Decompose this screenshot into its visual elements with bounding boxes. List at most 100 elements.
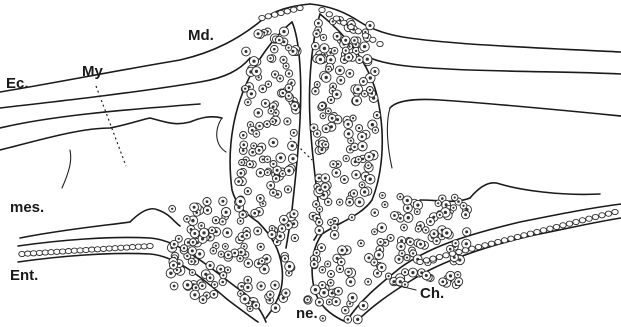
cell-nucleus — [454, 242, 456, 244]
cell-nucleus — [282, 92, 285, 95]
cell-nucleus — [435, 240, 438, 243]
cell-nucleus — [250, 92, 253, 95]
cell-nucleus — [404, 271, 406, 273]
cell-nucleus — [393, 214, 396, 217]
cell-nucleus — [269, 57, 271, 59]
cell-nucleus — [441, 280, 444, 283]
cell-nucleus — [169, 272, 172, 275]
cell-nucleus — [257, 32, 260, 35]
cell-nucleus — [259, 246, 262, 249]
cell-nucleus — [193, 293, 196, 296]
cell-nucleus — [341, 249, 344, 252]
cell-nucleus — [206, 209, 209, 212]
cell-nucleus — [202, 298, 205, 301]
ectoderm-layer — [0, 4, 621, 108]
cell-nucleus — [273, 48, 276, 51]
entoderm-cell — [482, 243, 488, 248]
cell-nucleus — [322, 291, 325, 294]
entoderm-cell — [297, 5, 303, 10]
cell-nucleus — [401, 252, 403, 254]
label-ent: Ent. — [10, 267, 38, 284]
cell-nucleus — [221, 220, 223, 222]
cell-nucleus — [358, 127, 360, 129]
cell-nucleus — [253, 212, 256, 215]
cell-nucleus — [336, 35, 339, 38]
entoderm-cell — [265, 14, 271, 19]
cell-nucleus — [367, 256, 370, 259]
cell-nucleus — [172, 264, 175, 267]
cell-nucleus — [288, 265, 291, 268]
cell-nucleus — [318, 189, 321, 192]
entoderm-cell — [612, 209, 618, 214]
cell-nucleus — [247, 101, 249, 103]
cell-nucleus — [315, 252, 317, 254]
cell-nucleus — [249, 308, 251, 310]
cell-nucleus — [357, 158, 359, 160]
cell-nucleus — [261, 87, 264, 90]
cell-nucleus — [171, 208, 173, 210]
cell-nucleus — [439, 214, 441, 216]
cell-nucleus — [266, 158, 268, 160]
entoderm-cell — [449, 251, 455, 256]
cell-nucleus — [186, 283, 189, 286]
cell-nucleus — [252, 60, 255, 63]
cell-nucleus — [324, 186, 327, 189]
cell-nucleus — [345, 49, 347, 51]
cell-nucleus — [202, 231, 205, 234]
cell-nucleus — [333, 50, 335, 52]
entoderm-cell — [456, 249, 462, 254]
entoderm-cell — [521, 233, 527, 238]
cell-nucleus — [314, 90, 317, 93]
cell-nucleus — [294, 237, 297, 240]
cell-nucleus — [249, 163, 251, 165]
cell-nucleus — [275, 177, 278, 180]
cell-nucleus — [315, 203, 318, 206]
cell-nucleus — [465, 230, 468, 233]
cell-nucleus — [355, 50, 357, 52]
cell-nucleus — [276, 169, 279, 172]
cell-nucleus — [195, 286, 198, 289]
cell-nucleus — [272, 105, 275, 108]
cell-nucleus — [259, 197, 262, 200]
cell-nucleus — [411, 271, 414, 274]
cell-nucleus — [457, 274, 459, 276]
cell-nucleus — [237, 180, 240, 183]
cell-nucleus — [335, 93, 338, 96]
cell-nucleus — [286, 120, 289, 123]
cell-nucleus — [348, 72, 351, 75]
cell-nucleus — [362, 304, 365, 307]
cell-nucleus — [191, 271, 193, 273]
cell-nucleus — [274, 73, 277, 76]
entoderm-cell — [605, 211, 611, 216]
cell-nucleus — [314, 45, 317, 48]
cell-nucleus — [239, 220, 241, 222]
cell-nucleus — [345, 157, 347, 159]
cell-nucleus — [262, 158, 264, 160]
cell-nucleus — [287, 188, 290, 191]
cell-nucleus — [315, 32, 318, 35]
cell-nucleus — [258, 149, 261, 152]
cell-nucleus — [265, 257, 268, 260]
cell-nucleus — [271, 233, 274, 236]
cell-nucleus — [381, 194, 383, 196]
cell-nucleus — [178, 238, 180, 240]
cell-nucleus — [246, 234, 249, 237]
cell-nucleus — [387, 275, 389, 277]
cell-nucleus — [279, 77, 281, 79]
cell-nucleus — [293, 105, 296, 108]
cell-nucleus — [287, 169, 290, 172]
cell-nucleus — [288, 272, 290, 274]
cell-nucleus — [241, 161, 243, 163]
cell-nucleus — [288, 87, 291, 90]
cell-nucleus — [358, 59, 361, 62]
cell-nucleus — [350, 140, 352, 142]
cell-nucleus — [419, 243, 422, 246]
entoderm-cell — [319, 7, 325, 12]
cell-nucleus — [347, 318, 350, 321]
cell-nucleus — [227, 269, 229, 271]
cell-nucleus — [279, 235, 282, 238]
cell-nucleus — [198, 252, 201, 255]
cell-nucleus — [369, 178, 372, 181]
cell-nucleus — [340, 261, 343, 264]
cell-nucleus — [416, 204, 419, 207]
